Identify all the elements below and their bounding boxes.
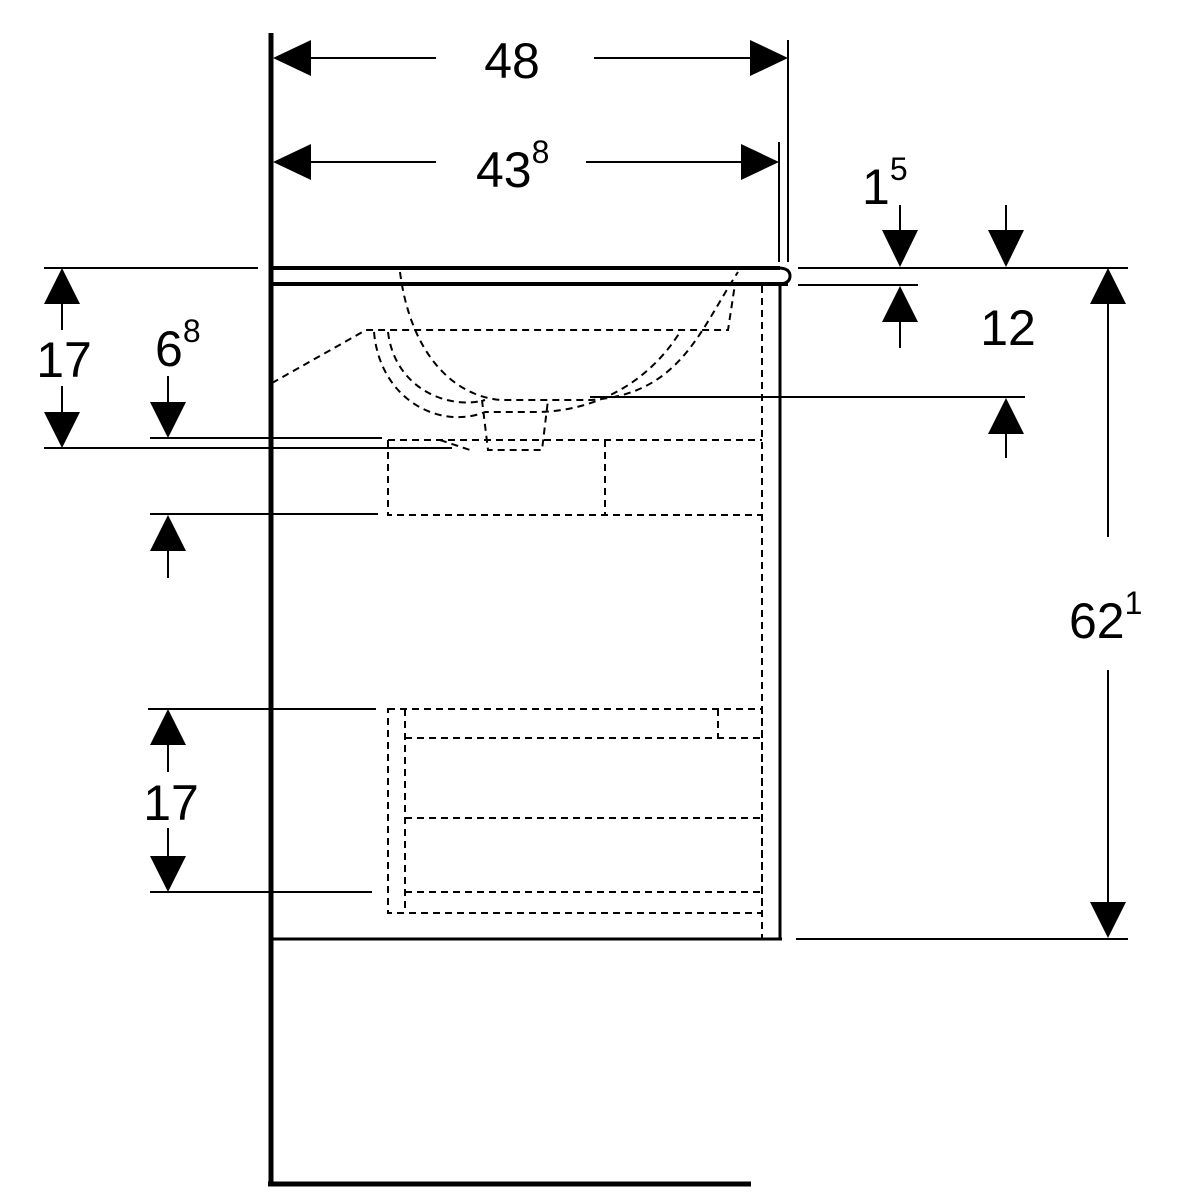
dimension-basin-depth: 12 [590,205,1036,458]
dimension-basin-width: 438 [273,134,780,262]
basin-width-label: 438 [476,134,549,198]
drawer-height-label: 17 [143,775,199,831]
dimension-top-thickness: 15 [798,151,1128,348]
top-thickness-label: 15 [862,151,908,215]
upper-tray-outline [387,439,762,516]
vanity-cabinet [272,266,792,941]
dimension-drawer-height: 17 [143,708,376,893]
dimension-siphon-gap: 68 [150,313,382,578]
upper-height-label: 17 [36,332,92,388]
dimension-upper-height: 17 [36,267,452,449]
overall-width-label: 48 [484,33,540,89]
basin-depth-label: 12 [980,300,1036,356]
wall-outline [268,33,751,1187]
total-height-label: 621 [1069,585,1142,649]
dimension-overall-width: 48 [273,33,789,262]
dimension-total-height: 621 [796,268,1142,940]
lower-drawer-outline [387,708,763,914]
basin-outline [271,271,739,451]
siphon-gap-label: 68 [155,313,201,377]
